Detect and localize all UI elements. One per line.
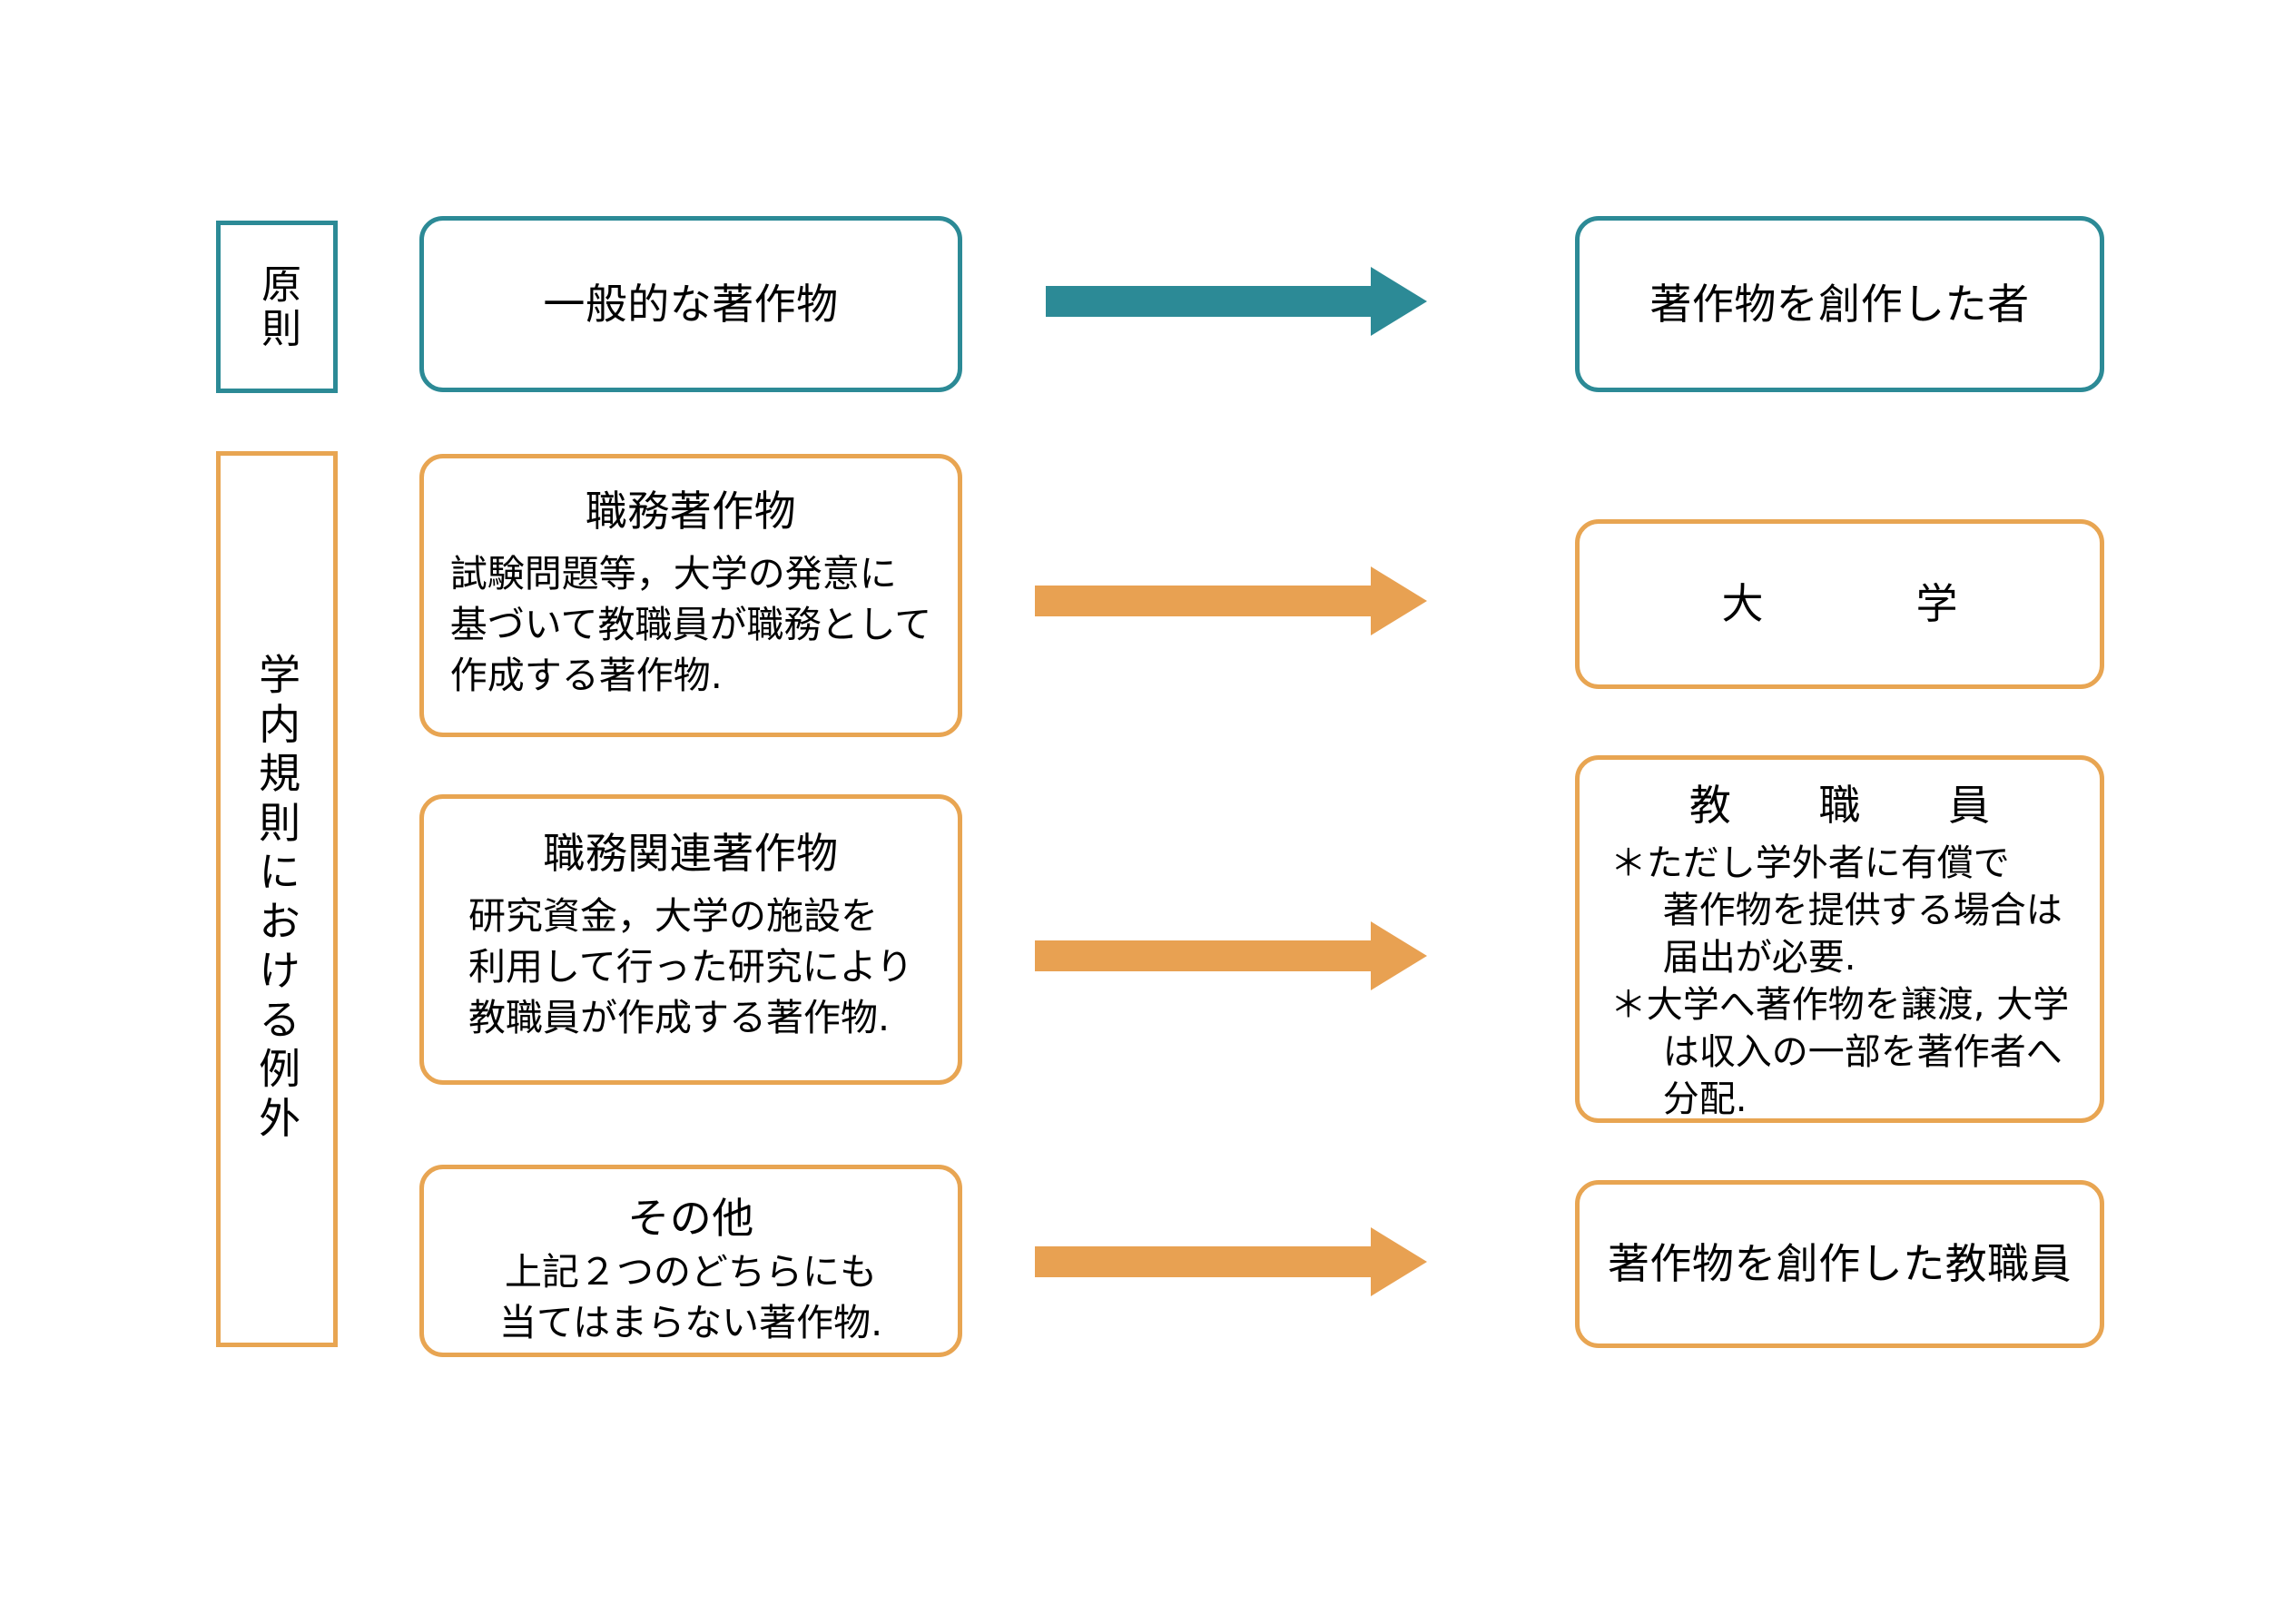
source-body-work-related: 研究資金，大学の施設を 利用して行った研究により 教職員が作成する著作物. bbox=[468, 894, 913, 1039]
arrow-head-icon bbox=[1371, 1227, 1427, 1296]
source-box-work-for-hire: 職務著作物 試験問題等，大学の発意に 基づいて教職員が職務として 作成する著作物… bbox=[419, 454, 962, 737]
target-notes-work-related: ＊ただし学外者に有償で 著作物を提供する場合は 届出が必要. ＊大学へ著作物を譲… bbox=[1610, 840, 2069, 1123]
category-label-exception: 学内規則における例外 bbox=[216, 451, 338, 1347]
arrow-shaft bbox=[1035, 586, 1371, 616]
source-body-other: 上記２つのどちらにも 当てはまらない著作物. bbox=[498, 1250, 883, 1344]
target-note-item: ＊大学へ著作物を譲渡, 大学 は収入の一部を著作者へ 分配. bbox=[1610, 984, 2070, 1121]
target-title-other: 著作物を創作した教職員 bbox=[1607, 1239, 2072, 1289]
target-box-work-for-hire: 大 学 bbox=[1575, 519, 2104, 689]
source-box-work-related: 職務関連著作物 研究資金，大学の施設を 利用して行った研究により 教職員が作成す… bbox=[419, 794, 962, 1085]
category-label-exception-text: 学内規則における例外 bbox=[252, 653, 302, 1146]
source-title-work-related: 職務関連著作物 bbox=[543, 829, 839, 878]
category-label-principle: 原則 bbox=[216, 221, 338, 393]
source-box-other: その他 上記２つのどちらにも 当てはまらない著作物. bbox=[419, 1165, 962, 1357]
target-box-general-work: 著作物を創作した者 bbox=[1575, 216, 2104, 392]
category-label-principle-text: 原則 bbox=[254, 262, 301, 351]
target-box-work-related: 教 職 員 ＊ただし学外者に有償で 著作物を提供する場合は 届出が必要. ＊大学… bbox=[1575, 755, 2104, 1123]
target-title-work-for-hire: 大 学 bbox=[1721, 579, 1981, 629]
arrow-head-icon bbox=[1371, 921, 1427, 990]
target-note-item: ＊ただし学外者に有償で 著作物を提供する場合は 届出が必要. bbox=[1610, 842, 2062, 979]
arrow-head-icon bbox=[1371, 566, 1427, 635]
target-box-other: 著作物を創作した教職員 bbox=[1575, 1180, 2104, 1348]
arrow-head-icon bbox=[1371, 267, 1427, 336]
arrow-shaft bbox=[1035, 1246, 1371, 1277]
source-body-work-for-hire: 試験問題等，大学の発意に 基づいて教職員が職務として 作成する著作物. bbox=[449, 552, 932, 697]
target-title-general-work: 著作物を創作した者 bbox=[1649, 279, 2030, 329]
source-box-general-work: 一般的な著作物 bbox=[419, 216, 962, 392]
arrow-shaft bbox=[1035, 940, 1371, 971]
source-title-other: その他 bbox=[627, 1194, 754, 1243]
target-title-work-related: 教 職 員 bbox=[1688, 781, 2013, 830]
source-title-work-for-hire: 職務著作物 bbox=[585, 487, 797, 536]
arrow-shaft bbox=[1046, 286, 1371, 317]
source-title-general-work: 一般的な著作物 bbox=[543, 279, 839, 329]
